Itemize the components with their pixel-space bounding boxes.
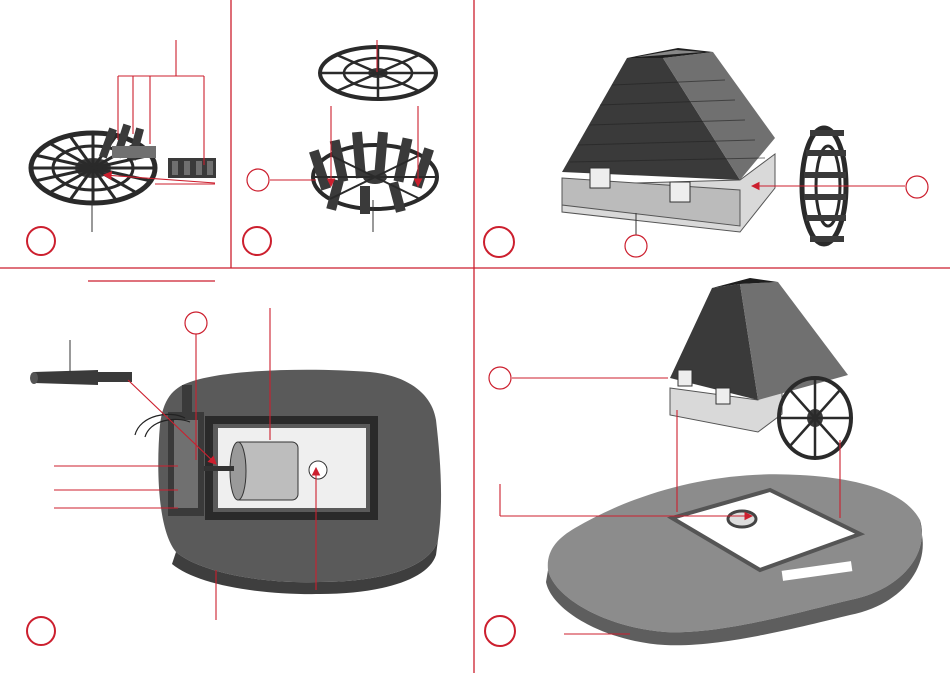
step-marker-1 [27,227,55,255]
panel-house-with-wheel [484,48,928,257]
pulley-icon [30,370,132,385]
callout-circle [489,367,511,389]
panel-motor-base [27,308,441,645]
step-marker-4 [27,617,55,645]
panel-house-on-base [485,278,923,646]
base-plate-icon [546,474,923,645]
panel-wheel-assembly [27,40,216,255]
step-marker-3 [484,227,514,257]
mill-house-small-icon [670,278,848,432]
callout-circle [185,312,207,334]
mill-house-icon [562,48,775,232]
callout-circle [247,169,269,191]
step-marker-5 [485,616,515,646]
panel-wheel-closing [243,40,437,255]
blade-set-icon [168,158,216,178]
step-marker-2 [243,227,271,255]
water-wheel-icon [31,124,156,203]
water-wheel-top-icon [320,47,436,99]
callout-circle [625,235,647,257]
callout-circle [906,176,928,198]
